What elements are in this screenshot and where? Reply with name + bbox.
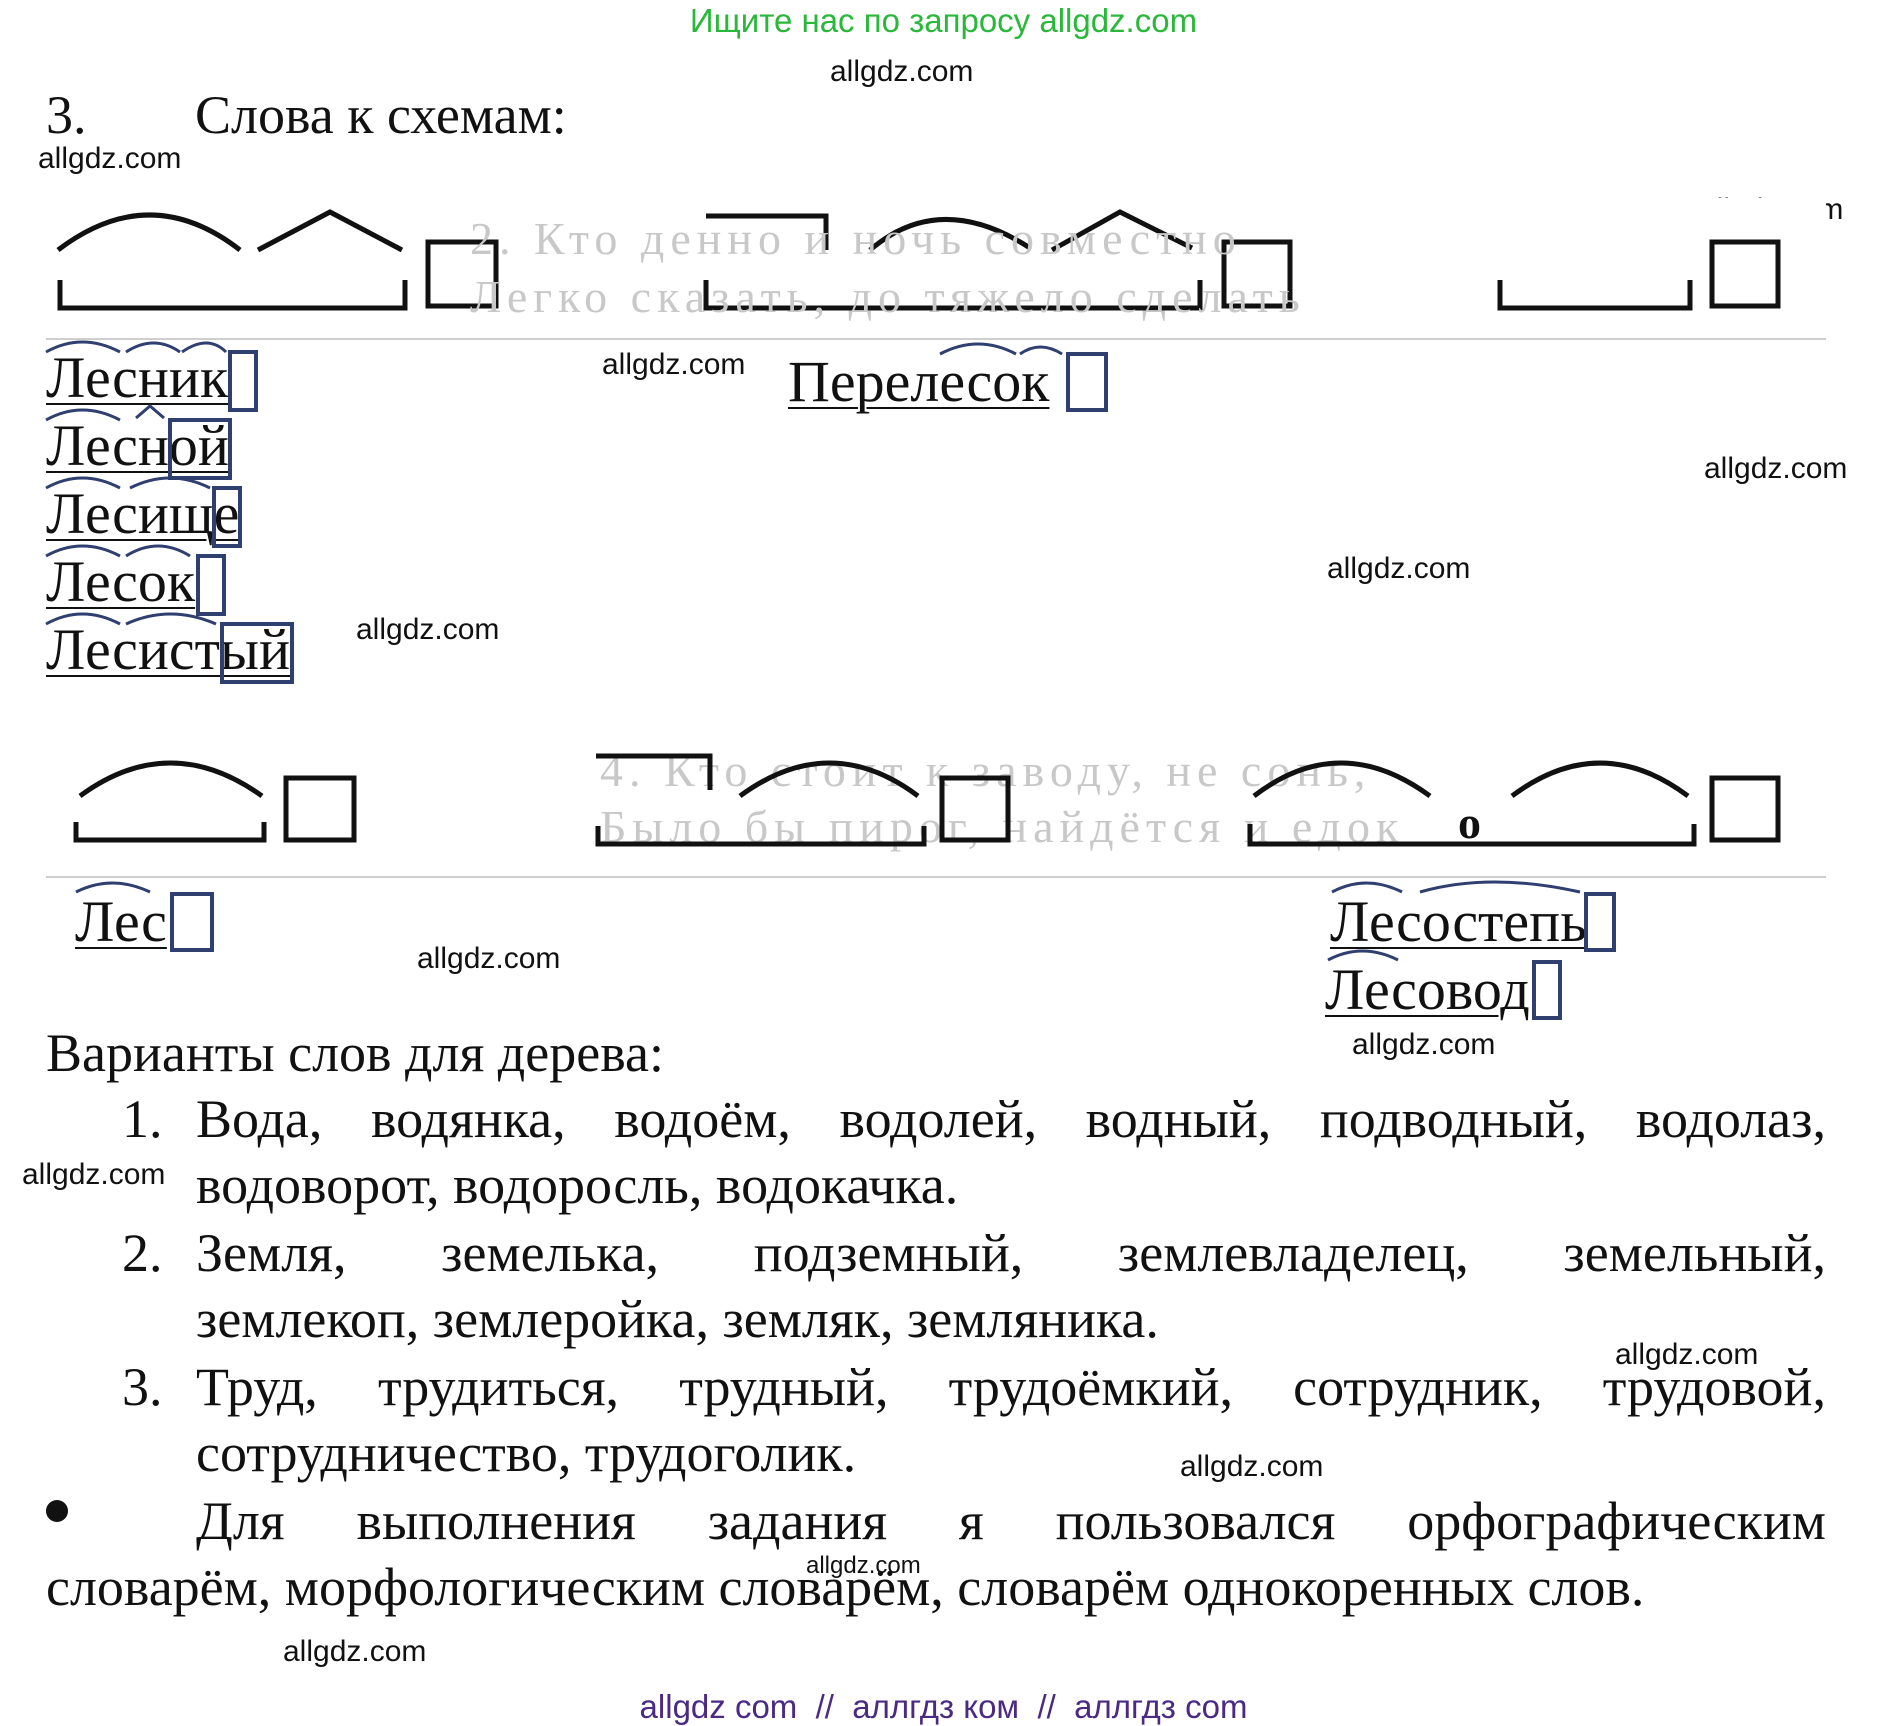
ending-box — [1709, 775, 1781, 843]
base-bracket — [703, 280, 1203, 311]
base-bracket — [73, 822, 267, 843]
root-arc — [78, 760, 264, 799]
base-bracket — [1247, 824, 1697, 847]
word-morpheme-marks-row-2 — [75, 880, 1581, 962]
suffix-mark — [1050, 209, 1194, 253]
watermark: allgdz.com — [830, 55, 974, 88]
word-lesovod: Лесовод — [1325, 957, 1530, 1022]
watermark: allgdz.com — [1704, 452, 1848, 485]
ending-box — [425, 239, 499, 309]
ending-box — [228, 350, 258, 412]
watermark: allgdz.com — [38, 142, 182, 175]
ending-box — [170, 892, 214, 952]
ending-box — [283, 775, 357, 843]
ending-box — [168, 418, 232, 480]
watermark: allgdz.com — [417, 942, 561, 975]
prefix-mark — [596, 753, 713, 790]
watermark: allgdz.com — [806, 1552, 921, 1579]
watermark: allgdz.com — [22, 1158, 166, 1191]
morpheme-schemes-row-1 — [56, 209, 1781, 311]
word-lesishche: Лесище — [46, 481, 240, 546]
root-arc — [1252, 760, 1432, 799]
section-title: Варианты слов для дерева: — [46, 1023, 664, 1083]
root-arc — [1510, 760, 1690, 799]
watermark: allgdz.com — [1180, 1450, 1324, 1483]
watermark: allgdz.com — [283, 1635, 427, 1668]
faded-background-text: 2. Кто денно и ночь совместно — [470, 213, 1242, 264]
root-arc — [56, 212, 242, 252]
watermark: allgdz.com — [356, 613, 500, 646]
word-morpheme-marks-row-1 — [45, 340, 1063, 626]
connector-letter: о — [1458, 797, 1481, 848]
ending-box — [212, 486, 242, 548]
watermark: allgdz.com — [1327, 552, 1471, 585]
top-banner: Ищите нас по запросу allgdz.com — [689, 2, 1198, 39]
ending-box — [1221, 239, 1293, 309]
variant-3-line-1: Труд,трудиться,трудный,трудоёмкий,сотруд… — [196, 1357, 1826, 1417]
ending-box — [196, 554, 226, 616]
list-number: 2. — [122, 1223, 163, 1283]
word-perelesok: Перелесок — [788, 349, 1050, 414]
base-bracket — [57, 280, 408, 311]
variant-3-line-2: сотрудничество, трудоголик. — [196, 1423, 857, 1483]
watermark: allgdz.com — [602, 348, 746, 381]
variant-2-line-2: землекоп, землеройка, земляк, земляника. — [196, 1289, 1159, 1349]
suffix-mark — [256, 209, 404, 253]
scheme-strip-2 — [46, 746, 1826, 878]
note-line-2: словарём, морфологическим словарём, слов… — [46, 1557, 1645, 1617]
watermark: allgdz.com — [1615, 1338, 1759, 1371]
word-les: Лес — [75, 889, 167, 954]
ending-box — [220, 622, 294, 684]
ending-box — [1532, 960, 1562, 1020]
list-number: 1. — [122, 1089, 163, 1149]
faded-background-text: Легко сказать, до тяжело сделать — [470, 271, 1306, 322]
task-number: 3. — [46, 85, 87, 145]
list-number: 3. — [122, 1357, 163, 1417]
prefix-mark — [706, 213, 829, 250]
watermark: allgdz.com — [1352, 1028, 1496, 1061]
word-lesostep: Лесостепь — [1330, 889, 1587, 954]
ending-box — [1066, 352, 1108, 412]
variant-2-line-1: Земля,земелька,подземный,землевладелец,з… — [196, 1223, 1826, 1283]
base-bracket — [595, 826, 927, 847]
root-arc — [868, 217, 1032, 252]
root-arc — [738, 760, 920, 799]
ending-box — [939, 775, 1011, 843]
variant-1-line-1: Вода,водянка,водоём,водолей,водный,подво… — [196, 1089, 1826, 1149]
base-bracket — [1497, 280, 1693, 311]
ending-box — [1709, 239, 1781, 309]
word-lesok: Лесок — [46, 549, 196, 614]
ending-box — [1584, 892, 1616, 952]
word-lesnoy: Лесной — [46, 413, 229, 478]
word-lesnik: Лесник — [46, 345, 229, 410]
faded-background-text: 4. Кто стоит к заводу, не сонь, — [600, 745, 1372, 796]
morpheme-schemes-row-2 — [73, 753, 1781, 847]
variant-1-line-2: водоворот, водоросль, водокачка. — [196, 1155, 959, 1215]
word-lesistyy: Лесистый — [46, 617, 291, 682]
footer-links: allgdz com // аллгдз ком // аллгдз com — [639, 1688, 1248, 1725]
bullet — [46, 1500, 68, 1522]
task-title: Слова к схемам: — [195, 85, 567, 145]
